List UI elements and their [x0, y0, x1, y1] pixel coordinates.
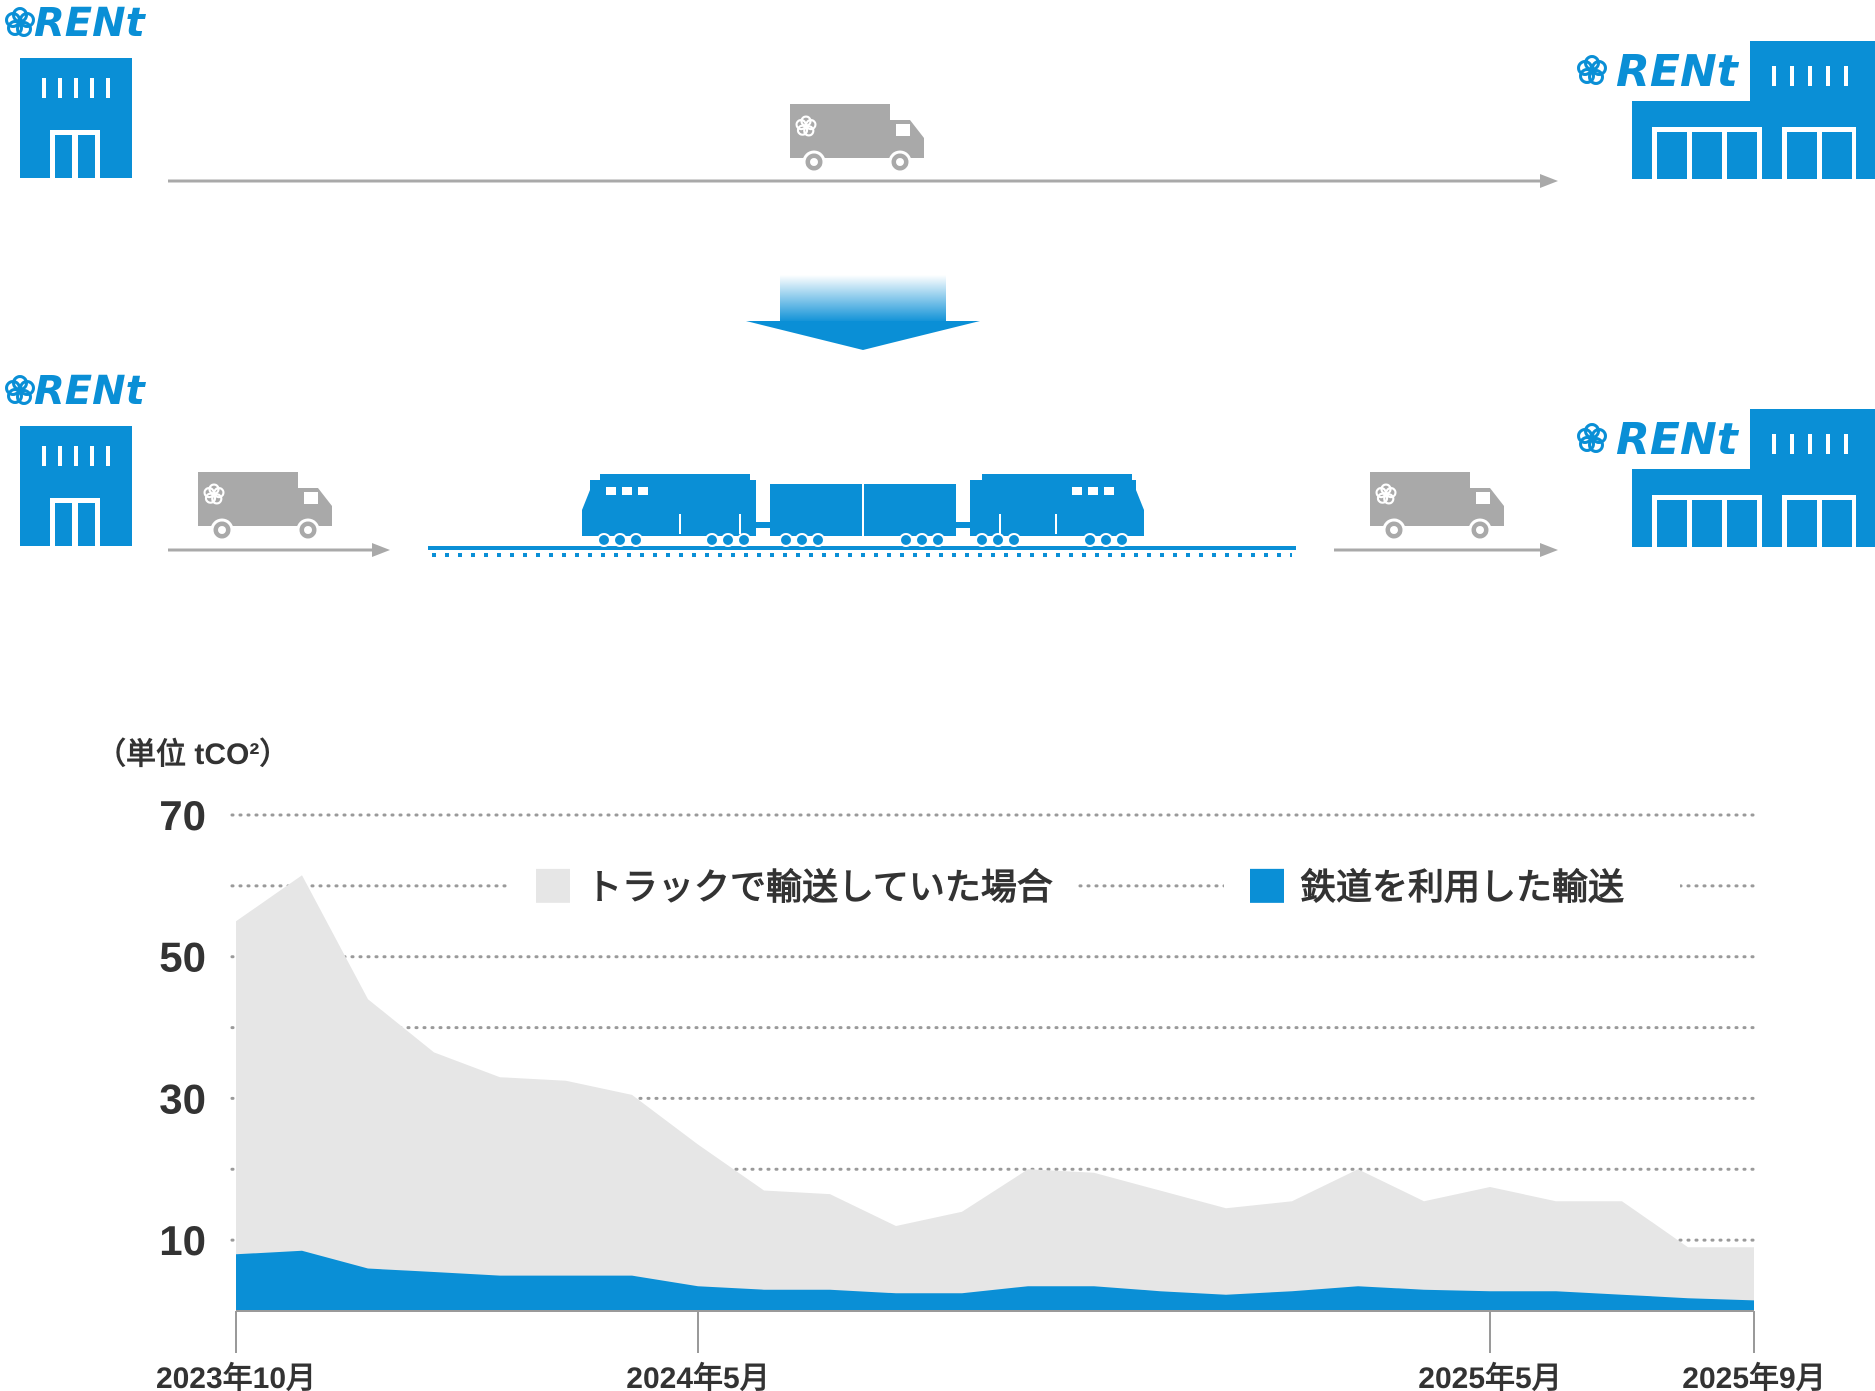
rent-logo-top-left: RENt — [5, 0, 147, 46]
x-tick-labels: 2023年10月 2024年5月 2025年5月 2025年9月 — [156, 1362, 1826, 1391]
warehouse-building-icon — [20, 58, 132, 178]
rent-logo-bottom-left: RENt — [5, 368, 147, 414]
rent-logo-text: RENt — [34, 0, 147, 46]
legend-swatch — [1250, 868, 1284, 903]
x-tick-label: 2023年10月 — [156, 1362, 316, 1391]
rent-logo-bottom-right: RENt — [1577, 414, 1740, 465]
arrow-right-icon — [1540, 174, 1558, 188]
legend-background — [1224, 855, 1680, 916]
x-tick-label: 2024年5月 — [626, 1362, 769, 1391]
y-tick-label: 50 — [159, 934, 206, 981]
truck-icon — [790, 104, 924, 172]
warehouse-building-icon — [20, 426, 132, 546]
co2-area-chart: （単位 tCO²） 10 30 50 70 2023年10月 2024年5月 2025年5… — [96, 737, 1826, 1391]
rail-track — [428, 546, 1296, 557]
x-tick-label: 2025年9月 — [1682, 1362, 1825, 1391]
legend-swatch — [536, 868, 570, 903]
truck-emission-area — [236, 875, 1754, 1311]
legend: トラックで輸送していた場合 鉄道を利用した輸送 — [510, 855, 1680, 916]
top-row-diagram: RENt RENt — [5, 0, 1875, 188]
rent-logo-top-right: RENt — [1577, 46, 1740, 97]
bottom-row-diagram: RENt — [5, 368, 1875, 557]
y-tick-label: 30 — [159, 1075, 206, 1122]
rent-logo-text: RENt — [34, 368, 147, 414]
legend-background — [510, 855, 1078, 916]
truck-icon — [198, 472, 332, 540]
rent-logo-text: RENt — [1616, 46, 1740, 97]
truck-icon — [1370, 472, 1504, 540]
freight-train-icon — [582, 474, 1144, 547]
rent-logo-text: RENt — [1616, 414, 1740, 465]
legend-label: 鉄道を利用した輸送 — [1300, 866, 1624, 907]
x-tick-label: 2025年5月 — [1418, 1362, 1561, 1391]
y-tick-label: 70 — [159, 792, 206, 839]
unit-label: （単位 tCO²） — [96, 737, 289, 771]
legend-label: トラックで輸送していた場合 — [586, 866, 1053, 907]
arrow-right-icon — [1540, 543, 1558, 557]
rail-emission-area — [236, 1250, 1754, 1311]
y-tick-label: 10 — [159, 1217, 206, 1264]
arrow-down-icon — [746, 275, 980, 350]
area-series — [236, 875, 1754, 1311]
y-tick-labels: 10 30 50 70 — [159, 792, 206, 1264]
arrow-right-icon — [372, 543, 390, 557]
x-axis — [235, 1310, 1755, 1353]
